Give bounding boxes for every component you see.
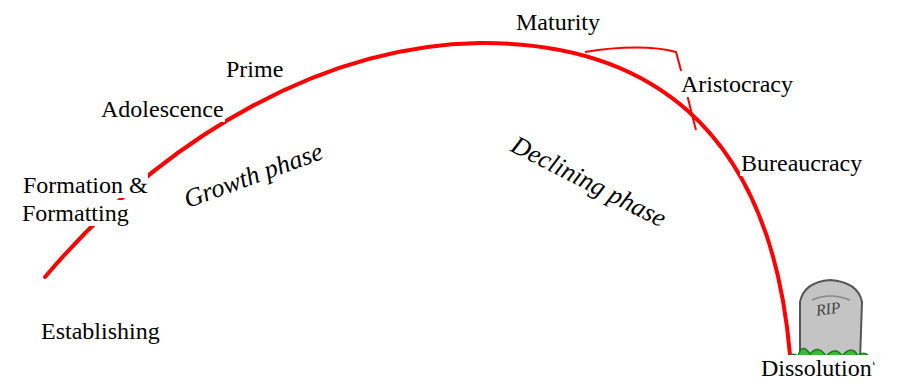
label-text: Aristocracy — [680, 71, 794, 97]
label-text: Adolescence — [100, 96, 225, 122]
stage-label: Adolescence — [100, 96, 225, 124]
stage-label: Maturity — [515, 9, 601, 37]
label-text: RIP — [814, 298, 843, 319]
stage-label: Prime — [225, 56, 284, 84]
label-text: Bureaucracy — [740, 150, 863, 176]
stage-label: Dissolution — [760, 355, 873, 383]
stage-label: Establishing — [40, 318, 161, 346]
label-text: Dissolution — [760, 355, 873, 381]
life-cycle-curve — [45, 43, 790, 355]
label-text: Establishing — [40, 318, 161, 344]
tombstone-text: RIP — [814, 298, 843, 320]
label-text: Formation & Formatting — [22, 172, 148, 226]
label-text: Growth phase — [179, 136, 328, 214]
label-text: Declining phase — [506, 130, 672, 234]
label-text: Prime — [225, 56, 284, 82]
stage-label: Formation & Formatting — [22, 172, 182, 227]
tombstone — [800, 280, 862, 360]
phase-label: Declining phase — [505, 130, 672, 235]
stage-label: Bureaucracy — [740, 150, 863, 178]
stage-label: Aristocracy — [680, 71, 794, 99]
phase-label: Growth phase — [179, 136, 328, 215]
label-text: Maturity — [515, 9, 601, 35]
